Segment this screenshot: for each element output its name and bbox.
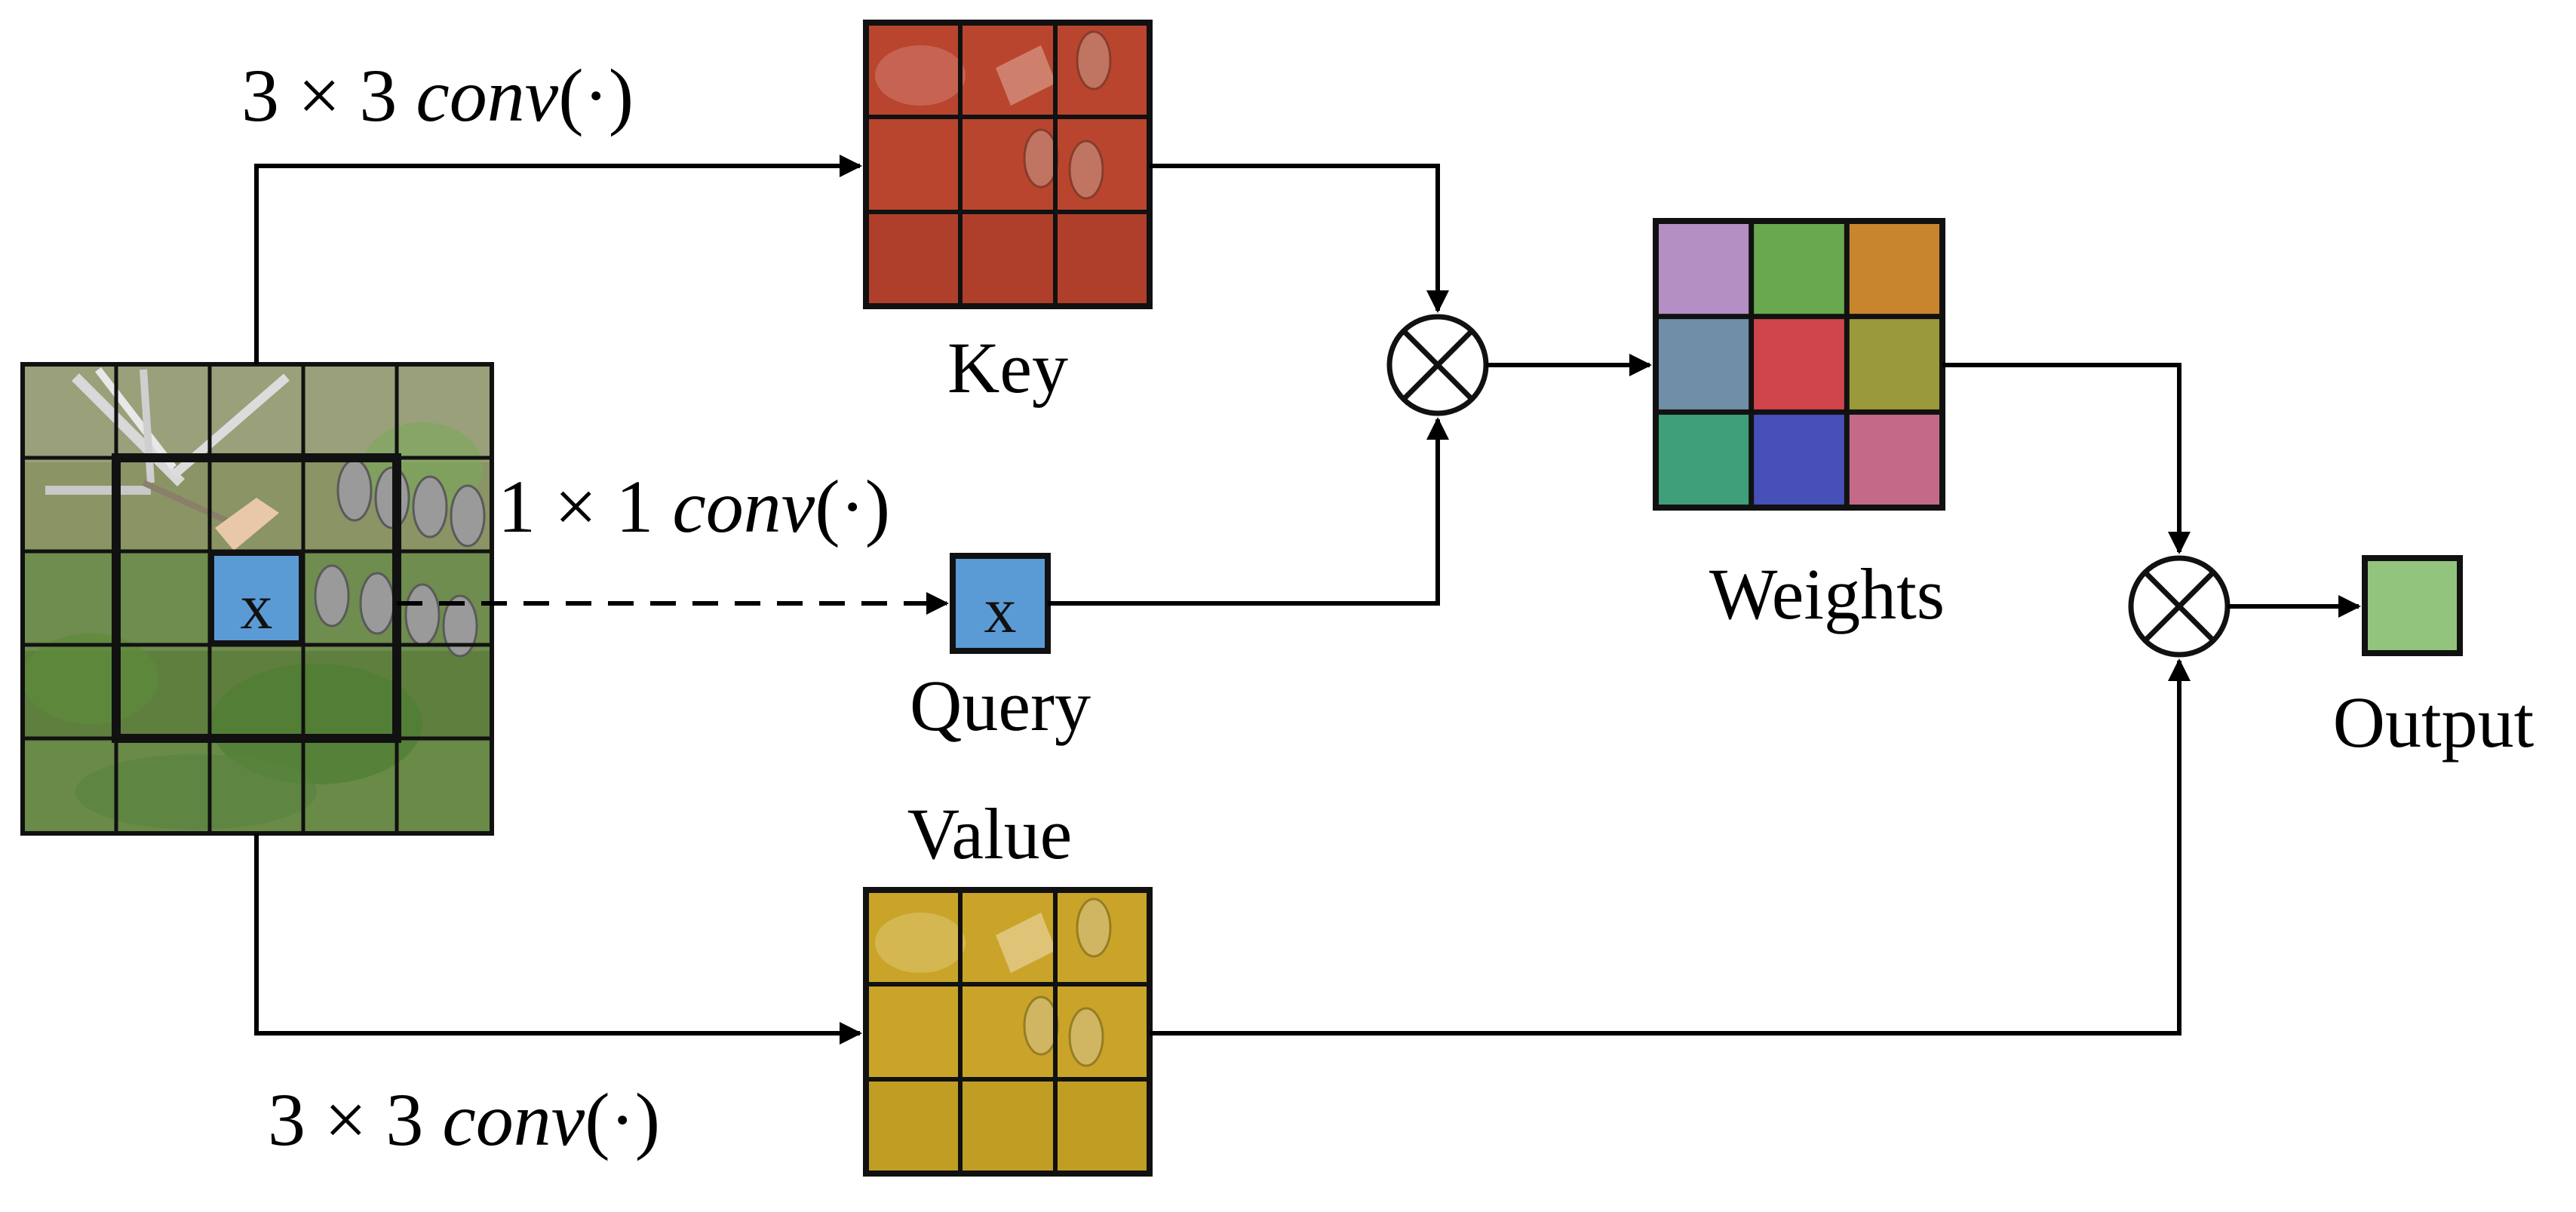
weights-cell: [1847, 221, 1942, 317]
weights-cell: [1751, 316, 1847, 413]
input-center-cell: [208, 550, 305, 646]
query-label: Query: [910, 665, 1091, 746]
query-conv-label: 1 × 1 conv(·): [498, 465, 890, 548]
key-grid: [863, 20, 1153, 309]
weights-grid: [1653, 218, 1945, 511]
arrow-weights-to-multiply: [1942, 363, 2191, 554]
value-conv-label: 3 × 3 conv(·): [268, 1078, 660, 1161]
output-cell: [2362, 555, 2463, 656]
weights-cell: [1751, 221, 1847, 317]
output-label: Output: [2333, 682, 2535, 762]
arrow-value-to-multiply: [1150, 658, 2191, 1036]
multiply-operator-2: [2128, 555, 2231, 658]
value-grid: [863, 887, 1153, 1177]
weights-cell: [1656, 221, 1752, 317]
multiply-operator-1: [1386, 314, 1489, 416]
input-feature-map: x: [20, 362, 494, 836]
arrow-input-to-value: [254, 833, 862, 1045]
neighbourhood-window: [112, 453, 401, 743]
input-center-symbol: x: [241, 570, 273, 643]
arrow-query-to-multiply: [1048, 417, 1449, 606]
value-label: Value: [907, 793, 1073, 874]
weights-cell: [1847, 316, 1942, 413]
weights-cell: [1656, 316, 1752, 413]
key-label: Key: [947, 327, 1068, 408]
key-conv-label: 3 × 3 conv(·): [241, 54, 634, 137]
arrow-key-to-multiply: [1150, 164, 1449, 313]
arrow-input-to-key: [254, 155, 862, 364]
weights-cell: [1847, 412, 1942, 508]
weights-label: Weights: [1709, 554, 1945, 634]
connectors: [254, 155, 2361, 1045]
weights-cell: [1751, 412, 1847, 508]
query-symbol: x: [984, 574, 1017, 646]
weights-cell: [1656, 412, 1752, 508]
